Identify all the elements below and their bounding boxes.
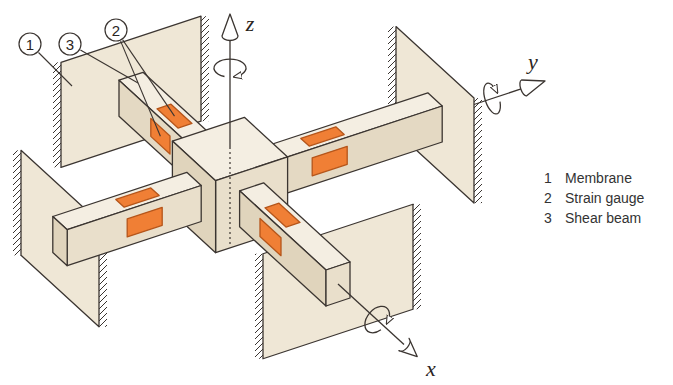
axis-label-holder: y [528,51,538,73]
shear-beam-side [67,186,201,266]
leader-line [80,50,138,83]
rotation-arrow [484,83,501,114]
axis-cone [520,80,545,96]
strain-gauge [127,207,162,237]
shear-beam-side [240,191,326,306]
leader-line [121,41,161,136]
strain-gauge [157,104,192,128]
rotation-arrow [365,306,390,332]
legend-number: 2 [544,191,552,205]
wall-hatch [201,16,209,121]
axis-label: x [426,358,436,380]
rotation-arrow [214,59,246,76]
axis-cone [399,338,417,356]
wall-hatch [13,150,21,255]
callout-circle [19,33,41,55]
legend-text: Strain gauge [565,191,644,205]
legend-number: 1 [544,171,552,185]
wall-hatch [413,204,421,309]
strain-gauge [265,203,300,227]
leader-line [123,40,175,116]
axis-label: y [528,51,538,73]
callout-number: 3 [66,37,74,52]
callout-number: 1 [26,37,34,52]
legend-number-holder: 1 [544,171,552,185]
membranes [21,16,474,359]
strain-gauge [312,146,347,176]
wall-hatch [474,98,482,203]
hidden-axis [229,152,230,244]
axis-line [229,36,230,149]
legend-text-holder: Strain gauge [565,191,644,205]
legend-text-holder: Membrane [565,171,632,185]
legend-number-holder: 3 [544,211,552,225]
axis-label-holder: x [426,358,436,380]
callout-circle [59,33,81,55]
callout-circles [19,19,127,55]
wall-hatch [255,254,263,359]
front-beams [53,172,350,306]
legend-text-holder: Shear beam [565,211,641,225]
callout-number-holder: 3 [66,37,74,52]
strain-gauge [301,127,344,146]
axis-line [474,88,524,105]
wall-hatching [13,16,482,359]
axis-label-holder: z [246,13,255,35]
axis-cone [222,14,238,41]
shear-beam-side [273,106,442,198]
callout-number: 2 [112,23,120,38]
legend-number: 3 [544,211,552,225]
callout-circle [105,19,127,41]
shear-beam-end [53,217,67,266]
callout-number-holder: 2 [112,23,120,38]
axis-line [338,284,404,345]
wall-hatch [53,62,61,167]
callout-number-holder: 1 [26,37,34,52]
legend-text: Shear beam [565,211,641,225]
axis-label: z [246,13,255,35]
leader-line [39,53,73,87]
leaders [39,40,175,136]
legend-text: Membrane [565,171,632,185]
strain-gauge [116,188,159,207]
strain-gauge [260,218,281,255]
legend-number-holder: 2 [544,191,552,205]
axes [214,14,545,357]
